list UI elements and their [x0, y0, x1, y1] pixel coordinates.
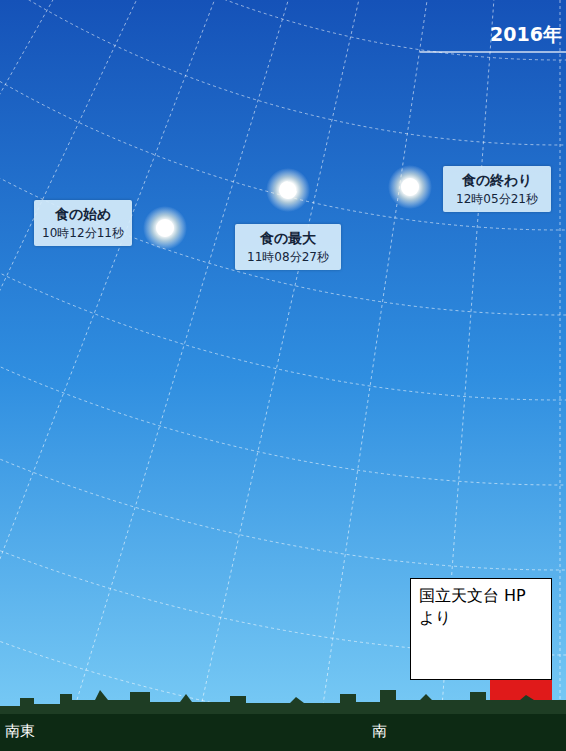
event-label: 食の最大11時08分27秒 [235, 224, 341, 270]
city-silhouette [0, 690, 566, 751]
azimuth-line [0, 0, 177, 638]
label-heading: 食の始め [42, 205, 124, 225]
azimuth-line [0, 0, 237, 687]
altitude-line [0, 0, 566, 145]
label-time: 12時05分21秒 [451, 191, 543, 208]
sun-glow [266, 168, 310, 212]
eclipsed-sun [279, 181, 297, 199]
event-label: 食の終わり12時05分21秒 [443, 166, 551, 212]
sun [156, 219, 174, 237]
sun-glow [143, 206, 187, 250]
altitude-line [0, 0, 566, 400]
altitude-line [0, 0, 566, 230]
azimuth-line [0, 0, 118, 581]
altitude-line [0, 0, 566, 655]
source-note: 国立天文台 HP より [410, 578, 552, 680]
altitude-line [0, 0, 566, 570]
sun-glow [388, 165, 432, 209]
label-heading: 食の終わり [451, 171, 543, 191]
azimuth-line [189, 0, 364, 751]
title-rule [420, 51, 566, 53]
azimuth-line [560, 0, 561, 751]
label-time: 10時12分11秒 [42, 225, 124, 242]
azimuth-line [69, 0, 300, 727]
direction-label: 南東 [5, 722, 35, 741]
altitude-line [0, 0, 566, 60]
direction-label: 南 [372, 722, 387, 741]
sun [401, 178, 419, 196]
year-title: 2016年 [490, 22, 562, 48]
label-heading: 国立天文台 HP より [419, 585, 543, 628]
event-label: 食の始め10時12分11秒 [34, 200, 132, 246]
altitude-line [0, 0, 566, 315]
label-heading: 食の最大 [243, 229, 333, 249]
ground [0, 714, 566, 751]
azimuth-line [0, 0, 62, 516]
altitude-line [0, 0, 566, 485]
label-time: 11時08分27秒 [243, 249, 333, 266]
